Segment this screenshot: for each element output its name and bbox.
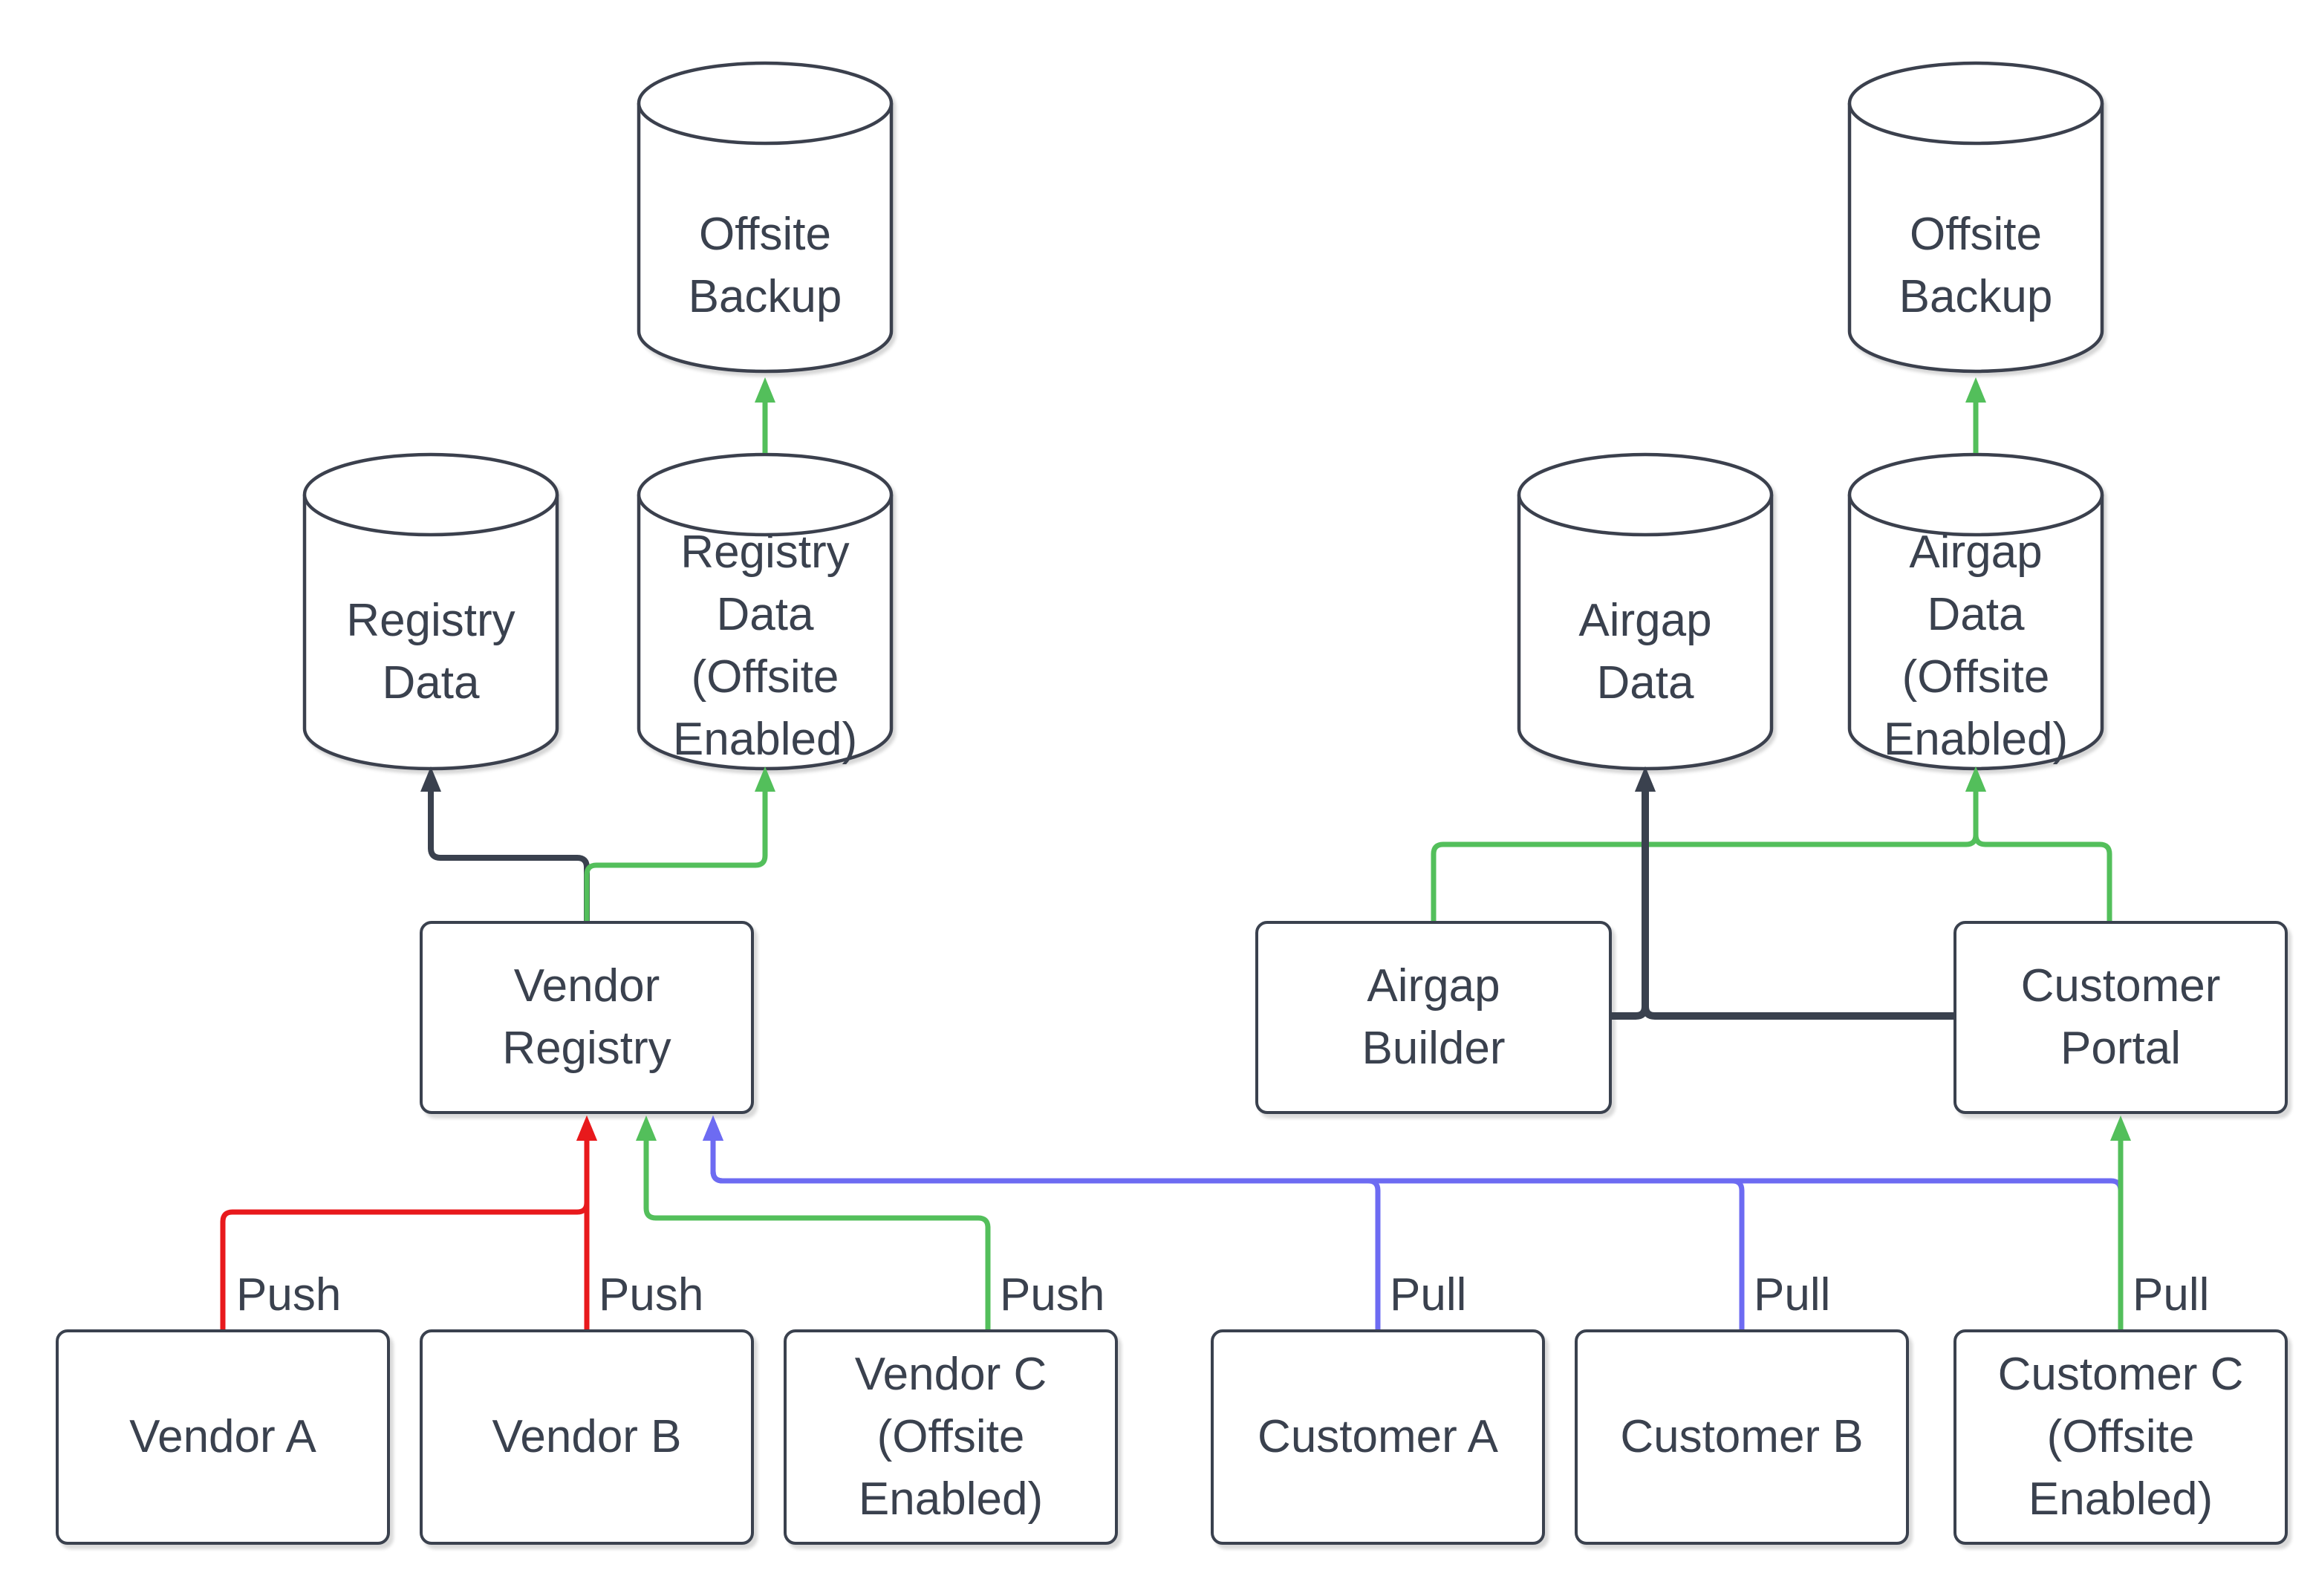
node-vendor-c: Vendor C (Offsite Enabled) — [784, 1329, 1118, 1545]
edge-vendor-registry-to-registry-data-offsite — [584, 766, 775, 921]
node-label-line: (Offsite — [2046, 1411, 2195, 1462]
edge-customer-b-to-vendor-registry — [703, 1115, 1745, 1329]
node-label-line: Vendor C — [854, 1349, 1047, 1400]
edge-airgap-builder-to-airgap-data-offsite — [1431, 766, 1986, 921]
node-label-line: Airgap — [1578, 594, 1712, 646]
node-label-line: Airgap — [1909, 527, 2043, 578]
edge-customer-portal-to-airgap-data-offsite — [1965, 766, 2112, 921]
label-registry-data-offsite: Registry Data (Offsite Enabled) — [639, 524, 891, 769]
node-label-line: Registry — [346, 594, 515, 646]
edge-airgap-builder-to-airgap-data — [1612, 766, 1656, 1020]
node-vendor-b: Vendor B — [420, 1329, 754, 1545]
node-label-line: Vendor A — [129, 1411, 316, 1462]
label-offsite-backup-left: Offsite Backup — [639, 160, 891, 371]
edge-vendor-registry-to-registry-data — [420, 766, 590, 921]
node-label-line: Enabled) — [1883, 714, 2069, 765]
node-label-line: Portal — [2060, 1023, 2181, 1074]
node-label-line: Data — [1596, 657, 1694, 709]
node-vendor-registry: Vendor Registry — [420, 921, 754, 1114]
edge-label-push-vendor-b: Push — [599, 1269, 704, 1320]
node-label-line: Builder — [1362, 1023, 1506, 1074]
node-label-line: Vendor B — [492, 1411, 682, 1462]
edge-label-push-vendor-c: Push — [1000, 1269, 1105, 1320]
node-label-line: Offsite — [1909, 208, 2043, 260]
node-label-line: Data — [382, 657, 480, 709]
node-label-line: Vendor — [513, 960, 660, 1012]
node-label-line: Airgap — [1367, 960, 1500, 1012]
edge-label-pull-customer-b: Pull — [1754, 1269, 1831, 1320]
node-label-line: Backup — [688, 270, 842, 322]
node-label-line: (Offsite — [876, 1411, 1025, 1462]
edge-label-push-vendor-a: Push — [236, 1269, 342, 1320]
node-label-line: Customer A — [1258, 1411, 1498, 1462]
node-label-line: (Offsite — [691, 651, 839, 703]
node-vendor-a: Vendor A — [56, 1329, 390, 1545]
node-customer-portal: Customer Portal — [1953, 921, 2288, 1114]
node-label-line: Customer — [2020, 960, 2221, 1012]
label-airgap-data-offsite: Airgap Data (Offsite Enabled) — [1850, 524, 2102, 769]
label-offsite-backup-right: Offsite Backup — [1850, 160, 2102, 371]
node-customer-a: Customer A — [1211, 1329, 1545, 1545]
node-label-line: Enabled) — [672, 714, 858, 765]
edge-label-pull-customer-c: Pull — [2133, 1269, 2210, 1320]
label-airgap-data: Airgap Data — [1519, 535, 1772, 769]
node-label-line: Registry — [502, 1023, 671, 1074]
node-customer-b: Customer B — [1575, 1329, 1909, 1545]
node-airgap-builder: Airgap Builder — [1255, 921, 1612, 1114]
node-label-line: Data — [1927, 589, 2025, 640]
node-label-line: Customer C — [1997, 1349, 2244, 1400]
node-label-line: Offsite — [698, 208, 832, 260]
node-customer-c: Customer C (Offsite Enabled) — [1953, 1329, 2288, 1545]
node-label-line: Registry — [680, 527, 850, 578]
edge-label-pull-customer-a: Pull — [1390, 1269, 1467, 1320]
node-label-line: Customer B — [1620, 1411, 1864, 1462]
node-label-line: Enabled) — [2028, 1473, 2213, 1525]
node-label-line: Backup — [1899, 270, 2053, 322]
label-registry-data: Registry Data — [305, 535, 557, 769]
node-label-line: (Offsite — [1902, 651, 2050, 703]
node-label-line: Data — [716, 589, 814, 640]
node-label-line: Enabled) — [858, 1473, 1044, 1525]
edge-customer-portal-to-airgap-data — [1635, 766, 1953, 1020]
